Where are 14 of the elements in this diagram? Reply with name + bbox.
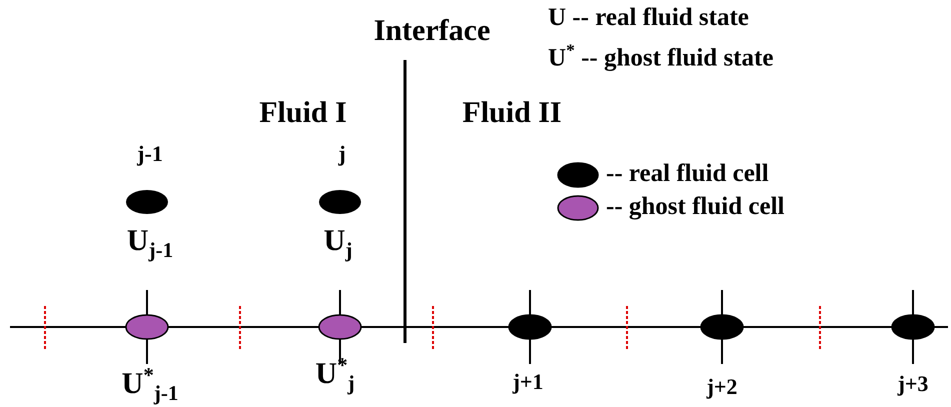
legend-text: U -- real fluid state	[548, 4, 749, 32]
state-label: U$_{j}$	[324, 224, 352, 262]
state-label: U$_{j-1}$	[126, 224, 174, 262]
legend-text: -- ghost fluid cell	[606, 193, 784, 220]
cell-index: j+1	[512, 370, 544, 394]
region-label: Fluid II	[462, 96, 562, 129]
interface-label: Interface	[374, 14, 490, 47]
legend-text: -- real fluid cell	[606, 160, 769, 188]
cell-index: j+3	[898, 372, 928, 396]
cell-index: j+2	[706, 375, 738, 400]
cell-index: j-1	[137, 142, 163, 166]
cell-index: j	[338, 142, 346, 166]
region-label: Fluid I	[259, 96, 347, 129]
legend-text: U$^{*}$ -- ghost fluid state	[548, 41, 774, 72]
